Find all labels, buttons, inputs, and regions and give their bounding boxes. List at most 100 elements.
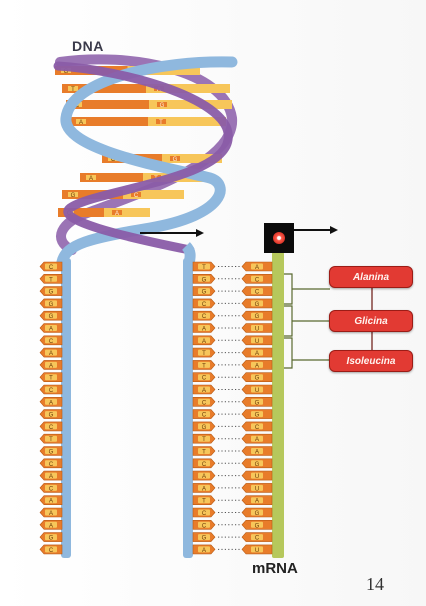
- left-strand-base: T: [39, 372, 63, 383]
- left-strand-base-letter: C: [49, 339, 54, 345]
- template-strand-base: C: [192, 310, 216, 321]
- helix-base-letter: T: [159, 120, 163, 126]
- template-strand-base-letter: G: [202, 277, 207, 283]
- left-strand-base: A: [39, 470, 63, 481]
- template-dna-backbone: [183, 258, 193, 558]
- template-strand-base-letter: G: [202, 290, 207, 296]
- mrna-base: G: [241, 409, 273, 419]
- dna-label: DNA: [72, 38, 104, 54]
- left-strand-base-letter: T: [49, 376, 53, 382]
- mrna-base: C: [241, 532, 273, 542]
- helix-front-strand-purple: [53, 61, 233, 255]
- left-strand-base: G: [39, 310, 63, 321]
- left-strand-base-letter: G: [49, 536, 54, 542]
- mrna-base: A: [241, 495, 273, 506]
- template-strand-base: C: [192, 519, 216, 530]
- template-strand-base: A: [192, 335, 216, 346]
- mrna-base-letter: U: [255, 388, 259, 394]
- mrna-base: G: [241, 396, 273, 407]
- mrna-base-letter: G: [255, 400, 260, 406]
- template-strand-base-letter: C: [202, 376, 207, 382]
- template-strand-base: G: [192, 286, 216, 296]
- ribosome-icon: [264, 223, 294, 253]
- template-strand-base-letter: A: [202, 548, 206, 554]
- mrna-base: C: [241, 286, 273, 296]
- template-strand-base: A: [192, 323, 216, 333]
- mrna-base: G: [241, 310, 273, 321]
- mrna-base: U: [241, 335, 273, 346]
- mrna-base-letter: A: [255, 351, 259, 357]
- template-strand-base: T: [192, 261, 216, 272]
- left-dna-backbone: [61, 258, 71, 558]
- mrna-base: U: [241, 470, 273, 481]
- mrna-base-letter: A: [255, 363, 259, 369]
- left-strand-base-letter: A: [49, 327, 53, 333]
- template-strand-base-letter: A: [202, 474, 206, 480]
- left-strand-base-letter: G: [49, 450, 54, 456]
- template-strand-base: T: [192, 347, 216, 358]
- left-strand-base-letter: A: [49, 474, 53, 480]
- left-strand-base: C: [39, 335, 63, 346]
- helix-base-letter: G: [64, 69, 69, 75]
- left-strand-base-letter: C: [49, 462, 54, 468]
- left-strand-base: A: [39, 519, 63, 530]
- mrna-base-letter: A: [255, 437, 259, 443]
- template-strand-base-letter: T: [202, 499, 206, 505]
- template-strand-base: C: [192, 458, 216, 469]
- codon-brackets: [284, 273, 373, 369]
- helix-base-letter: C: [134, 193, 139, 199]
- mrna-base: U: [241, 544, 273, 555]
- left-strand-base-letter: A: [49, 523, 53, 529]
- template-strand-base: C: [192, 396, 216, 407]
- mrna-base-letter: G: [255, 511, 260, 517]
- left-strand-base: A: [39, 507, 63, 518]
- mrna-base-letter: U: [255, 486, 259, 492]
- mrna-base: G: [241, 507, 273, 518]
- template-strand-base-letter: C: [202, 400, 207, 406]
- mrna-base: A: [241, 261, 273, 272]
- left-strand-base: C: [39, 261, 63, 272]
- left-strand-base: C: [39, 421, 63, 432]
- mrna-base-letter: U: [255, 548, 259, 554]
- mrna-base: A: [241, 433, 273, 444]
- mrna-base: A: [241, 360, 273, 370]
- template-strand-base: G: [192, 273, 216, 284]
- helix-base-letter: T: [71, 87, 75, 93]
- left-strand-base: T: [39, 433, 63, 444]
- mrna-base-letter: G: [255, 314, 260, 320]
- template-strand-base-letter: A: [202, 339, 206, 345]
- template-strand-base: T: [192, 433, 216, 444]
- left-strand-base: C: [39, 458, 63, 469]
- left-strand-base-letter: A: [49, 499, 53, 505]
- template-strand-base-letter: G: [202, 425, 207, 431]
- mrna-base-letter: C: [255, 536, 260, 542]
- mrna-base-letter: G: [255, 413, 260, 419]
- left-strand-base-letter: C: [49, 425, 54, 431]
- template-strand-base-letter: T: [202, 450, 206, 456]
- template-strand-base-letter: C: [202, 314, 207, 320]
- mrna-base-letter: C: [255, 290, 260, 296]
- left-strand-base-letter: G: [49, 314, 54, 320]
- left-strand-base-letter: A: [49, 511, 53, 517]
- template-strand-base-letter: C: [202, 302, 207, 308]
- mrna-base: A: [241, 347, 273, 358]
- mrna-base: G: [241, 298, 273, 309]
- helix-base-letter: A: [79, 120, 83, 126]
- template-strand-base-letter: G: [202, 536, 207, 542]
- helix-base-letter: C: [75, 103, 80, 109]
- left-strand-base-letter: A: [49, 351, 53, 357]
- mrna-base: U: [241, 323, 273, 333]
- left-strand-base: A: [39, 495, 63, 506]
- template-strand-base-letter: C: [202, 462, 207, 468]
- template-strand-base-letter: T: [202, 437, 206, 443]
- left-strand-base-letter: C: [49, 548, 54, 554]
- template-strand-base: A: [192, 544, 216, 555]
- transcription-direction-arrow: [140, 229, 204, 237]
- helix-base-letter: A: [115, 211, 119, 217]
- mrna-base: G: [241, 372, 273, 383]
- left-strand-base: C: [39, 483, 63, 493]
- mrna-backbone: [272, 252, 284, 558]
- template-strand-base: T: [192, 360, 216, 370]
